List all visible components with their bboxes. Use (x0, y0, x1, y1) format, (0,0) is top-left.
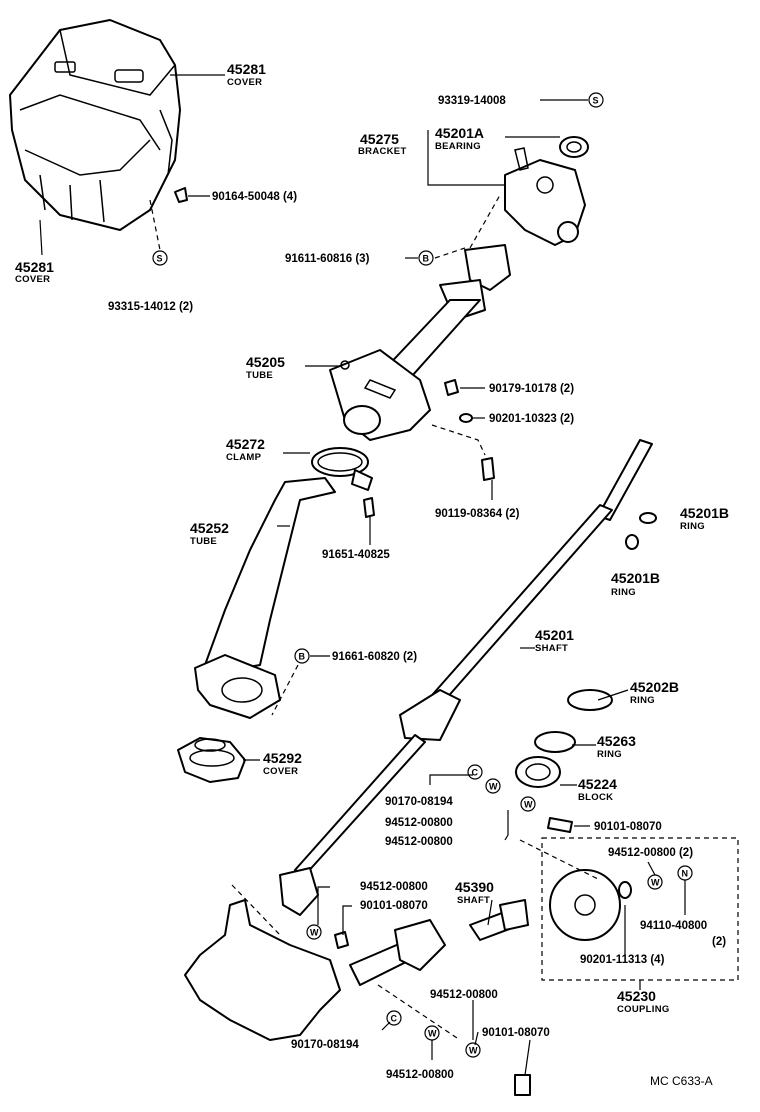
steering-gear-housing-drawing (184, 899, 341, 1041)
bracket-number: 45275 (360, 131, 399, 147)
fastener-94512-00800-f: 94512-00800 (386, 1069, 454, 1081)
clamp-number: 45272 (226, 436, 265, 452)
svg-text:S: S (157, 254, 163, 264)
svg-text:N: N (682, 869, 689, 879)
ring-201b-2-label: RING (611, 587, 636, 598)
svg-text:S: S (593, 96, 599, 106)
cover-bottom-number: 45281 (15, 259, 54, 275)
fastener-90201-10323: 90201-10323 (2) (489, 413, 574, 425)
fastener-90164-50048: 90164-50048 (4) (212, 191, 297, 203)
rings-drawing (515, 512, 657, 788)
fastener-90179-10178: 90179-10178 (2) (489, 383, 574, 395)
cover-top-number: 45281 (227, 61, 266, 77)
ring-201b-1-label: RING (680, 521, 705, 532)
fastener-94110-40800-qty: (2) (712, 936, 726, 948)
coupling-number: 45230 (617, 988, 656, 1004)
fastener-94512-00800-b: 94512-00800 (385, 836, 453, 848)
b-symbol-icon: B (418, 250, 434, 266)
ring-263-number: 45263 (597, 733, 636, 749)
ring-201b-1-number: 45201B (680, 505, 729, 521)
fastener-90101-08070-b: 90101-08070 (360, 900, 428, 912)
fastener-91611-60816: 91611-60816 (3) (285, 253, 370, 265)
svg-text:W: W (489, 782, 498, 792)
bracket-assembly-drawing (504, 136, 589, 246)
clamp-drawing (311, 447, 373, 491)
svg-text:W: W (651, 878, 660, 888)
ring-202b-label: RING (630, 695, 655, 706)
fastener-90119-08364: 90119-08364 (2) (435, 508, 520, 520)
shaft-number: 45201 (535, 627, 574, 643)
fastener-90170-08194-b: 90170-08194 (291, 1039, 359, 1051)
circled-symbols: S S B B C W W W (152, 92, 693, 1058)
bolts-drawing (174, 187, 573, 1096)
fastener-94512-00800-e: 94512-00800 (430, 989, 498, 1001)
ring-263-label: RING (597, 749, 622, 760)
clamp-label: CLAMP (226, 452, 262, 463)
w-symbol-icon: W (647, 874, 663, 890)
upper-tube-drawing (329, 244, 511, 441)
bearing-number: 45201A (435, 125, 484, 141)
fastener-91651-40825: 91651-40825 (322, 549, 390, 561)
w-symbol-icon: W (465, 1042, 481, 1058)
s-symbol-icon: S (152, 250, 168, 266)
fastener-93319-14008: 93319-14008 (438, 95, 506, 107)
bracket-label: BRACKET (358, 146, 407, 157)
fastener-90170-08194-a: 90170-08194 (385, 796, 453, 808)
upper-tube-label: TUBE (246, 370, 273, 381)
svg-text:B: B (423, 254, 430, 264)
svg-text:C: C (472, 768, 479, 778)
diagram-code: MC C633-A (650, 1074, 713, 1088)
svg-text:W: W (469, 1046, 478, 1056)
fastener-94512-00800-c: 94512-00800 (2) (608, 847, 693, 859)
fastener-90101-08070-a: 90101-08070 (594, 821, 662, 833)
svg-text:W: W (310, 928, 319, 938)
lower-tube-number: 45252 (190, 520, 229, 536)
ring-202b-number: 45202B (630, 679, 679, 695)
b-symbol-icon: B (294, 648, 310, 664)
lower-tube-label: TUBE (190, 536, 217, 547)
w-symbol-icon: W (485, 778, 501, 794)
bearing-label: BEARING (435, 141, 481, 152)
fastener-90201-11313: 90201-11313 (4) (580, 954, 665, 966)
cover-292-label: COVER (263, 766, 298, 777)
fastener-callouts: 93319-14008 90164-50048 (4) 93315-14012 … (108, 95, 726, 1081)
main-shaft-drawing (279, 439, 653, 916)
fastener-94512-00800-a: 94512-00800 (385, 817, 453, 829)
part-callouts: 45281 COVER 45281 COVER 45275 BRACKET 45… (15, 61, 729, 1015)
w-symbol-icon: W (520, 796, 536, 812)
fastener-94512-00800-d: 94512-00800 (360, 881, 428, 893)
c-symbol-icon: C (467, 764, 483, 780)
s-symbol-icon: S (588, 92, 604, 108)
upper-tube-number: 45205 (246, 354, 285, 370)
cover-bottom-label: COVER (15, 274, 50, 285)
cover-top-label: COVER (227, 77, 262, 88)
fastener-91661-60820: 91661-60820 (2) (332, 651, 417, 663)
w-symbol-icon: W (306, 924, 322, 940)
shaft-390-label: SHAFT (457, 895, 490, 906)
intermediate-shaft-drawing (349, 899, 529, 986)
w-symbol-icon: W (424, 1025, 440, 1041)
fastener-90101-08070-c: 90101-08070 (482, 1027, 550, 1039)
svg-text:W: W (524, 800, 533, 810)
svg-text:B: B (299, 652, 306, 662)
svg-text:W: W (428, 1029, 437, 1039)
steering-column-cover-drawing (9, 19, 181, 231)
block-number: 45224 (578, 776, 617, 792)
shaft-label: SHAFT (535, 643, 568, 654)
fastener-94110-40800: 94110-40800 (640, 920, 707, 932)
c-symbol-icon: C (386, 1010, 402, 1026)
leader-lines (39, 74, 686, 1076)
coupling-label: COUPLING (617, 1004, 670, 1015)
cover-292-number: 45292 (263, 750, 302, 766)
lower-tube-drawing (194, 477, 336, 719)
fastener-93315-14012: 93315-14012 (2) (108, 301, 193, 313)
block-label: BLOCK (578, 792, 613, 803)
svg-text:C: C (391, 1014, 398, 1024)
n-symbol-icon: N (677, 865, 693, 881)
shaft-390-number: 45390 (455, 879, 494, 895)
ring-201b-2-number: 45201B (611, 570, 660, 586)
boot-cover-drawing (177, 737, 246, 783)
